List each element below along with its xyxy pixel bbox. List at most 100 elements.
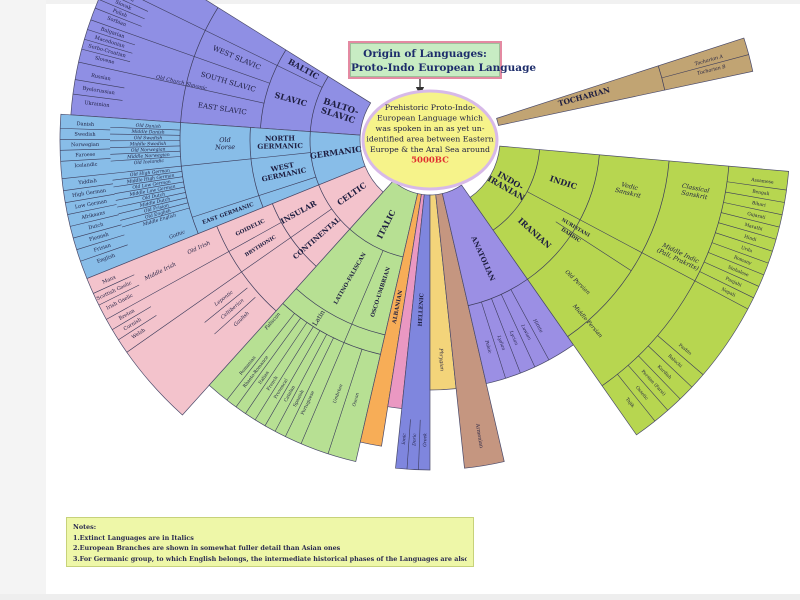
note-3: 3.For Germanic group, to which English b… [73, 554, 467, 563]
center-line-3: was spoken in an as yet un- [376, 124, 485, 133]
anatolian-band [441, 184, 574, 385]
north-germanic-phase-divider-2 [110, 150, 181, 155]
germanic-arc-2 [249, 127, 264, 208]
anatolian-lang-3: Lydian [495, 334, 506, 352]
north-west-germanic-split [61, 152, 311, 179]
indic-lang-6: Urdu [740, 245, 753, 255]
germanic-band [59, 113, 366, 280]
south-slavic-lang-divider-1 [81, 48, 131, 63]
continental-lang-divider-2 [204, 287, 248, 323]
italic-arc-2 [295, 288, 386, 336]
west-germanic-phase-divider-4 [117, 192, 186, 208]
north-germanic-phase-4: Old Swedish [134, 135, 163, 141]
latin-lang-divider-1 [285, 337, 334, 437]
indic-lang-1: Bengali [752, 189, 771, 198]
north-germanic-lang-divider-4 [60, 128, 111, 131]
notes-heading: Notes: [73, 523, 97, 531]
east-slavic-lang-0: Ukrainian [84, 100, 111, 109]
west-germanic-phase-divider-6 [114, 181, 184, 195]
indic-lang-divider-4 [721, 212, 780, 228]
hellenic-lang-divider-2 [406, 419, 411, 470]
north-germanic-lang-0: Icelandic [74, 162, 98, 170]
anatolian-lang-divider-2 [501, 294, 536, 368]
germanic-arc-1 [309, 131, 320, 186]
west-germanic-phase-divider-7 [113, 176, 183, 188]
indo-iranian-arc-3 [567, 160, 670, 337]
indic-lang-divider-9 [703, 261, 759, 287]
north-germanic-lang-4: Danish [76, 121, 95, 128]
continental-lang-divider-1 [214, 297, 256, 335]
hellenic-band [395, 194, 431, 471]
indic-iranian-split [526, 191, 749, 310]
west-germanic-lang-divider-1 [80, 244, 128, 262]
west-germanic-lang-7: Yiddish [77, 178, 98, 186]
north-germanic-phase-3: Middle Swedish [129, 141, 167, 147]
scan-edge-bottom [0, 594, 800, 600]
classical-sanskrit-label: ClassicalSanskrit [680, 182, 710, 201]
center-line-5: Europe & the Aral Sea around [370, 145, 490, 154]
north-germanic-phase-divider-3 [110, 145, 181, 148]
south-slavic-lang-0: Slovene [94, 55, 115, 66]
note-2: 2.European Branches are shown in somewha… [73, 544, 341, 552]
east-slavic-lang-1: Byelorussian [82, 86, 116, 97]
north-germanic-phase-0: Old Icelandic [134, 158, 165, 166]
west-slavic-lang-divider-1 [94, 7, 142, 27]
hellenic-lang-divider-1 [418, 419, 421, 470]
branch-dividers [60, 0, 787, 470]
north-germanic-lang-2: Norwegian [71, 142, 100, 148]
west-germanic-lang-4: Afrikaans [80, 210, 106, 221]
iranian-lang-divider-1 [657, 335, 704, 375]
germanic-arc-3 [179, 122, 199, 234]
west-east-germanic-split [192, 176, 316, 218]
west-slavic-lang-1: Polish [112, 8, 129, 20]
south-slavic-lang-divider-3 [87, 29, 136, 46]
north-germanic-phase-2: Old Norwegian [131, 147, 166, 154]
north-germanic-phase-1: Middle Norwegian [126, 152, 170, 160]
east-slavic-lang-divider-1 [72, 93, 123, 101]
west-south-split [90, 19, 270, 84]
east-slavic-lang-2: Russian [91, 73, 112, 83]
celtic-arc-1 [318, 184, 350, 230]
latin-lang-divider-4 [254, 326, 314, 421]
proto-indo-european-circle [361, 89, 499, 191]
west-germanic-lang-divider-3 [73, 224, 122, 239]
title-line-1: Origin of Languages: [363, 48, 487, 60]
north-germanic-label: NORTHGERMANIC [257, 133, 303, 150]
armenian-label: Armenian [474, 422, 484, 449]
iranian-lang-divider-5 [617, 374, 656, 422]
west-germanic-phase-divider-3 [118, 197, 187, 215]
indic-lang-divider-8 [708, 252, 764, 276]
center-description: Prehistoric Proto-Indo-European Language… [366, 103, 493, 166]
brythonic-lang-divider-1 [118, 315, 157, 340]
iranian-lang-divider-3 [638, 355, 681, 400]
indic-lang-divider-3 [723, 202, 783, 216]
hellenic-lang-1: Doric [411, 433, 418, 447]
insular-continental-split [126, 208, 332, 353]
south-slavic-lang-divider-2 [84, 38, 133, 54]
latin-lang-divider-3 [264, 330, 321, 426]
indo-iranian-arc-4 [601, 166, 730, 387]
north-germanic-phase-5: Middle Danish [130, 129, 164, 136]
osco-umbrian-lang-0: Oscan [351, 392, 361, 407]
north-germanic-lang-3: Swedish [74, 132, 96, 138]
hellenic-label: HELLENIC [418, 292, 426, 326]
tocharian-lang-divider-1 [661, 54, 749, 79]
west-germanic-phase-8: Old High German [130, 168, 171, 179]
indic-lang-divider-2 [725, 191, 785, 203]
gothic-label: Gothic [168, 229, 186, 241]
west-germanic-phase-4: Old Dutch [142, 191, 166, 202]
baltic-slavic-split [142, 0, 323, 88]
scan-edge-left [0, 0, 46, 600]
west-slavic-lang-divider-2 [99, 0, 145, 20]
north-germanic-phase-6: Old Danish [136, 123, 162, 130]
north-germanic-phase-divider-1 [110, 156, 181, 162]
anatolian-arc [468, 278, 528, 306]
albanian-band [359, 193, 422, 447]
north-germanic-phase-divider-5 [110, 133, 181, 136]
osco-umbrian-lang-divider-1 [327, 349, 363, 454]
brythonic-lang-divider-2 [112, 306, 152, 330]
east-slavic-lang-divider-2 [75, 79, 125, 89]
anatolian-lang-divider-4 [481, 301, 506, 379]
